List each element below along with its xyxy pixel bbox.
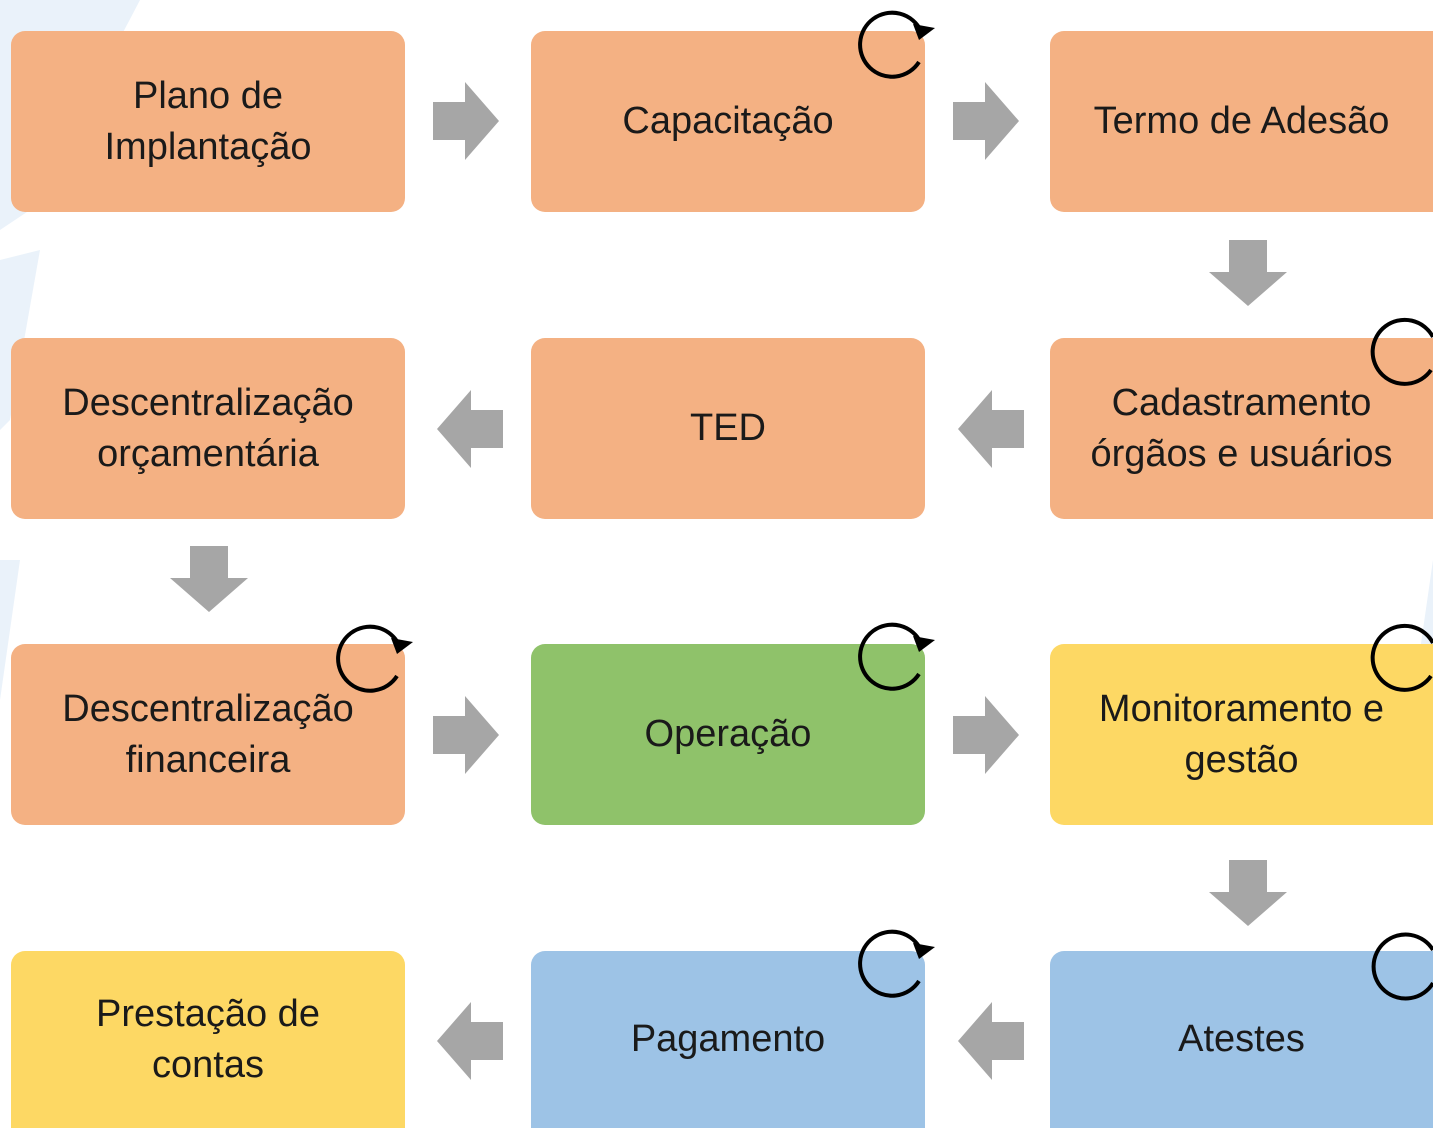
- cycle-icon: [336, 624, 413, 693]
- step-operacao: Operação: [531, 644, 925, 825]
- cycle-icon: [1371, 932, 1433, 1001]
- cycle-icon: [1370, 623, 1433, 692]
- step-pagamento: Pagamento: [531, 951, 925, 1128]
- arrow-left-icon: [958, 1002, 1024, 1080]
- step-atestes: Atestes: [1050, 951, 1433, 1128]
- arrow-left-icon: [437, 1002, 503, 1080]
- step-cadastramento: Cadastramento órgãos e usuários: [1050, 338, 1433, 519]
- cycle-icon: [1370, 317, 1433, 386]
- step-plano-de-implantacao: Plano de Implantação: [11, 31, 405, 212]
- step-termo-de-adesao: Termo de Adesão: [1050, 31, 1433, 212]
- step-descentralizacao-orcamentaria: Descentralização orçamentária: [11, 338, 405, 519]
- arrow-right-icon: [953, 696, 1019, 774]
- arrow-right-icon: [433, 696, 499, 774]
- arrow-left-icon: [437, 390, 503, 468]
- step-label: Monitoramento e gestão: [1098, 687, 1385, 781]
- step-label: Operação: [644, 713, 812, 756]
- step-capacitacao: Capacitação: [531, 31, 925, 212]
- step-label: Descentralização orçamentária: [62, 381, 354, 475]
- step-label: Descentralização financeira: [62, 687, 354, 781]
- step-label: Plano de Implantação: [104, 74, 312, 168]
- step-label: Capacitação: [622, 100, 834, 143]
- arrow-right-icon: [953, 82, 1019, 160]
- cycle-icon: [858, 929, 935, 998]
- arrow-down-icon: [1209, 240, 1287, 306]
- cycle-icon: [858, 622, 935, 691]
- step-label: Pagamento: [630, 1018, 826, 1061]
- arrow-left-icon: [958, 390, 1024, 468]
- step-label: Cadastramento órgãos e usuários: [1090, 381, 1393, 475]
- step-monitoramento-e-gestao: Monitoramento e gestão: [1050, 644, 1433, 825]
- arrow-right-icon: [433, 82, 499, 160]
- cycle-icon: [858, 10, 935, 79]
- step-label: Termo de Adesão: [1093, 100, 1390, 143]
- step-label: TED: [690, 407, 766, 450]
- step-descentralizacao-financeira: Descentralização financeira: [11, 644, 405, 825]
- step-label: Atestes: [1178, 1018, 1305, 1061]
- step-ted: TED: [531, 338, 925, 519]
- arrow-down-icon: [1209, 860, 1287, 926]
- arrow-down-icon: [170, 546, 248, 612]
- step-prestacao-de-contas: Prestação de contas: [11, 951, 405, 1128]
- step-label: Prestação de contas: [96, 992, 320, 1086]
